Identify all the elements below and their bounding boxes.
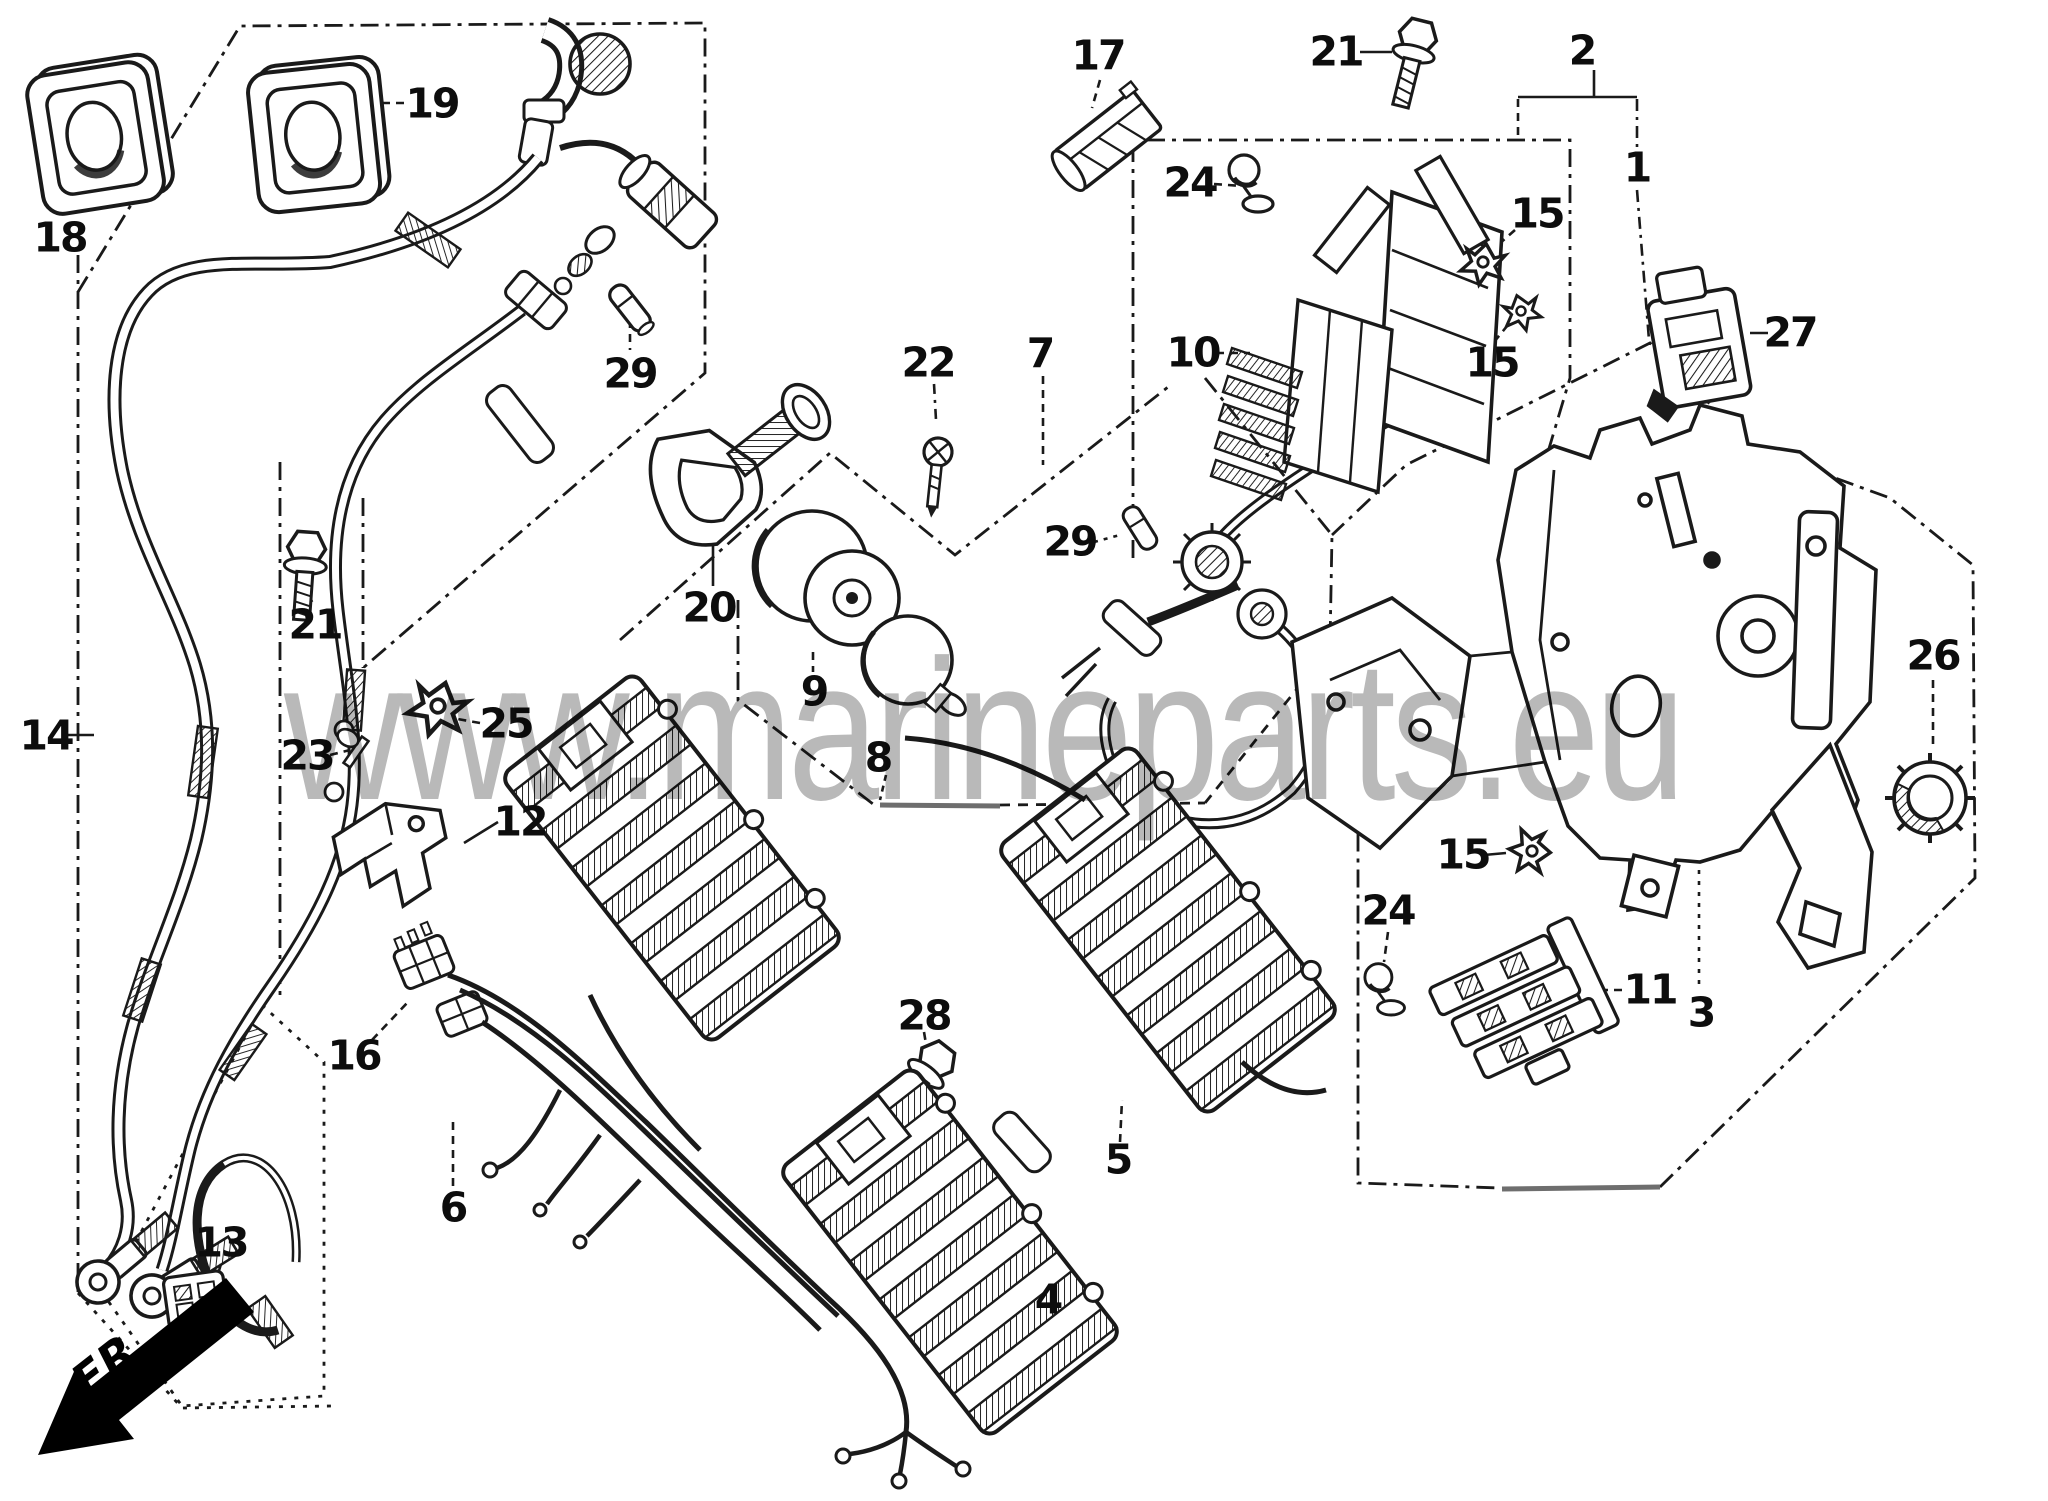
part-callout-15: 15: [1436, 830, 1491, 879]
pin-29b: [1121, 505, 1159, 551]
part-callout-15: 15: [1510, 189, 1565, 238]
part-callout-29: 29: [1043, 517, 1098, 566]
battery-cable-assembly: [66, 17, 719, 1327]
part-callout-12: 12: [493, 797, 548, 846]
clamp-12: [331, 801, 448, 909]
part-callout-22: 22: [901, 338, 956, 387]
part-callout-10: 10: [1166, 328, 1221, 377]
part-callout-27: 27: [1763, 308, 1818, 357]
washer: [567, 252, 593, 278]
part-callout-2: 2: [1568, 26, 1597, 75]
part-callout-15: 15: [1465, 338, 1520, 387]
part-callout-5: 5: [1104, 1135, 1133, 1184]
pin-29a: [608, 283, 655, 337]
part-callout-17: 17: [1071, 31, 1126, 80]
relay-27: [1646, 265, 1753, 423]
part-callout-16: 16: [327, 1031, 382, 1080]
cable-connector: [618, 154, 719, 250]
harness-6: [447, 972, 972, 1490]
part-callout-20: 20: [682, 583, 737, 632]
part-callout-6: 6: [439, 1183, 468, 1232]
part-callout-21: 21: [1309, 27, 1364, 76]
bracket-3: [1290, 402, 1878, 971]
screw-23: [323, 719, 371, 803]
part-callout-21: 21: [288, 600, 343, 649]
part-callout-18: 18: [33, 213, 88, 262]
part-callout-28: 28: [897, 991, 952, 1040]
fuse-holder-11: [1428, 916, 1620, 1086]
key-switch-20: [648, 383, 832, 547]
part-callout-14: 14: [19, 711, 74, 760]
washer: [584, 225, 616, 255]
part-callout-11: 11: [1623, 965, 1678, 1014]
part-callout-3: 3: [1687, 988, 1716, 1037]
part-callout-13: 13: [194, 1218, 249, 1267]
grommet-26: [1885, 753, 1975, 843]
spark-cap: [568, 32, 632, 96]
connectors-16: [392, 920, 489, 1038]
part-callout-24: 24: [1163, 158, 1218, 207]
fr-direction-arrow: [38, 1278, 254, 1455]
connector-17: [1050, 79, 1163, 192]
boot-8: [860, 614, 967, 717]
part-callout-1: 1: [1623, 143, 1652, 192]
part-callout-23: 23: [280, 731, 335, 780]
part-callout-4: 4: [1034, 1275, 1063, 1324]
part-callout-25: 25: [479, 699, 534, 748]
part-callout-8: 8: [864, 733, 893, 782]
screw-22: [922, 436, 954, 518]
part-callout-24: 24: [1361, 886, 1416, 935]
part-callout-19: 19: [405, 79, 460, 128]
part-callout-9: 9: [800, 667, 829, 716]
regulator-wires: [587, 735, 1327, 1174]
switch-body-9: [751, 509, 901, 647]
part-callout-26: 26: [1906, 631, 1961, 680]
part-callout-7: 7: [1026, 329, 1055, 378]
part-callout-29: 29: [603, 349, 658, 398]
boundary-gray-segments: [879, 802, 1661, 1192]
